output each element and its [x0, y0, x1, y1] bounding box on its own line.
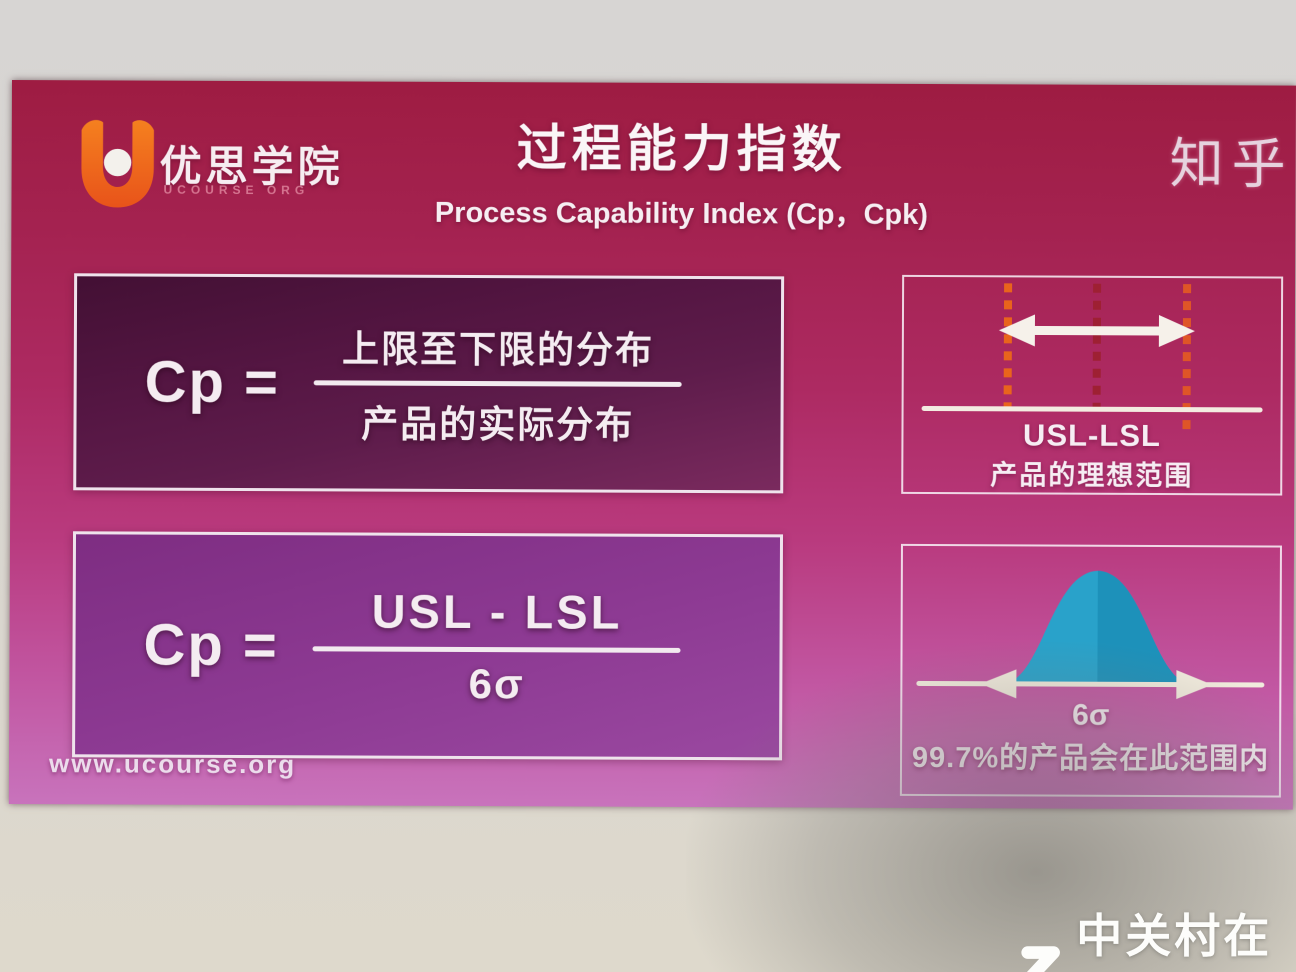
website-url: www.ucourse.org: [48, 748, 297, 780]
formula-box-concept: Cp = 上限至下限的分布 产品的实际分布: [73, 273, 785, 494]
spec-range-panel: USL-LSL 产品的理想范围: [901, 274, 1284, 496]
fraction-bar: [312, 646, 681, 653]
fraction: 上限至下限的分布 产品的实际分布: [313, 312, 683, 455]
fraction-denominator: 产品的实际分布: [361, 403, 635, 446]
brand-tagline: UCOURSE ORG: [163, 182, 310, 198]
distribution-panel: 6σ 99.7%的产品会在此范围内: [899, 543, 1282, 798]
zhihu-watermark: 知乎: [1169, 134, 1294, 195]
coverage-caption: 99.7%的产品会在此范围内: [911, 741, 1270, 776]
slide: 优思学院 UCOURSE ORG 过程能力指数 Process Capabili…: [8, 80, 1296, 810]
sigma-caption: 6σ: [1072, 698, 1110, 732]
formula-box-math: Cp = USL - LSL 6σ: [72, 531, 784, 761]
zol-watermark-text: 中关村在线: [1076, 910, 1273, 962]
zol-watermark: 中关村在线: [1016, 900, 1296, 972]
double-arrow-icon: [998, 314, 1195, 348]
spec-range-caption: USL-LSL: [1022, 417, 1161, 454]
bell-curve-icon: [916, 570, 1265, 700]
title-block: 过程能力指数 Process Capability Index (Cp，Cpk): [341, 107, 1022, 233]
fraction-bar: [313, 380, 683, 387]
slide-subtitle: Process Capability Index (Cp，Cpk): [434, 196, 929, 231]
axis-line: [921, 405, 1263, 413]
formula-lhs: Cp =: [143, 612, 279, 678]
slide-title: 过程能力指数: [516, 120, 847, 178]
fraction-numerator: USL - LSL: [371, 584, 623, 639]
ucourse-logo-icon: [81, 120, 154, 208]
fraction-numerator: 上限至下限的分布: [342, 328, 655, 371]
spec-range-subcaption: 产品的理想范围: [990, 460, 1194, 492]
formula-concept: Cp = 上限至下限的分布 产品的实际分布: [76, 276, 781, 490]
fraction: USL - LSL 6σ: [312, 577, 682, 715]
zol-logo-icon: [1021, 946, 1060, 972]
formula-lhs: Cp =: [144, 349, 281, 416]
formula-math: Cp = USL - LSL 6σ: [75, 534, 780, 757]
fraction-denominator: 6σ: [468, 659, 525, 708]
